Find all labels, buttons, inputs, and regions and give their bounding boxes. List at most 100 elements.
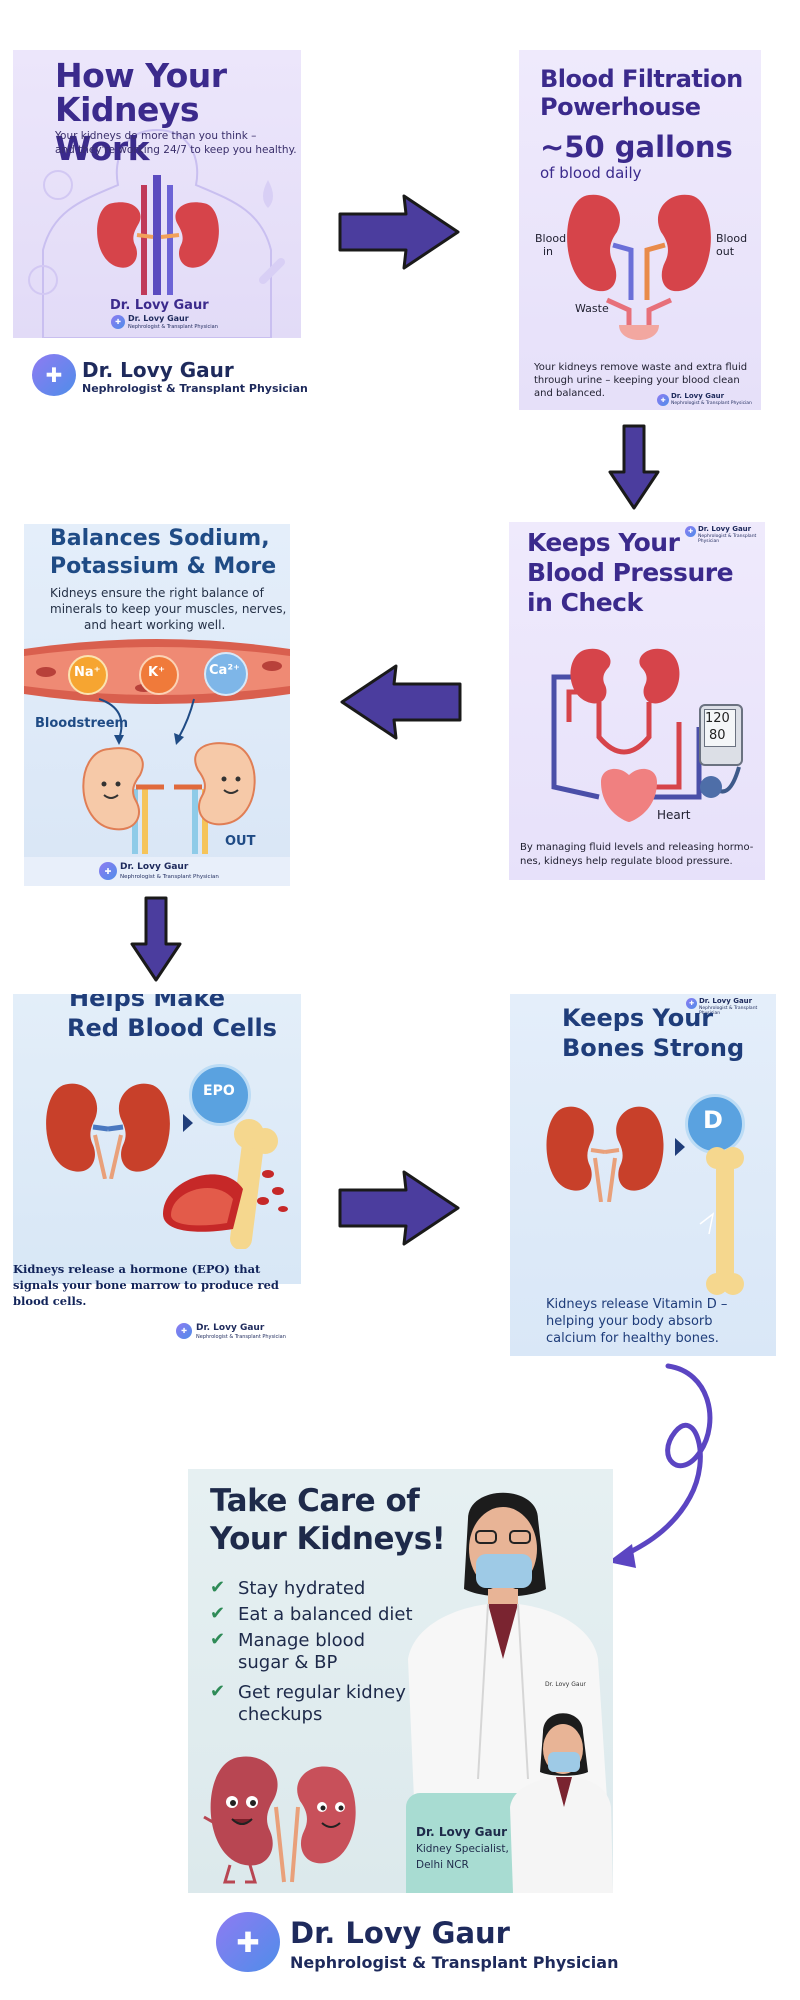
panel2-stat-sub: of blood daily: [540, 164, 642, 182]
panel6-title-line2: Bones Strong: [562, 1034, 745, 1062]
vitamin-d-circle: [685, 1094, 745, 1154]
panel6-body-line3: calcium for healthy bones.: [546, 1331, 719, 1346]
tip-4-line1: Get regular kidney: [238, 1682, 406, 1703]
panel7-title-line2: Your Kidneys!: [210, 1521, 446, 1557]
ion-calcium-label: Ca²⁺: [209, 663, 240, 678]
panel6-mini-name: Dr. Lovy Gaur: [699, 997, 753, 1005]
panel3-body-line3: and heart working well.: [84, 618, 226, 632]
check-icon: ✔: [210, 1577, 226, 1598]
brand-bottom-subtitle: Nephrologist & Transplant Physician: [290, 1953, 619, 1972]
epo-badge-circle: [189, 1064, 251, 1126]
panel3-title-line2: Potassium & More: [50, 554, 277, 579]
tip-1-line1: Stay hydrated: [238, 1578, 366, 1599]
panel4-mini-logo-icon: ✚: [685, 526, 696, 537]
panel2-mini-name: Dr. Lovy Gaur: [671, 392, 725, 400]
panel1-subtitle-line2: and they're working 24/7 to keep you hea…: [55, 144, 297, 156]
check-icon: ✔: [210, 1629, 226, 1650]
check-icon: ✔: [210, 1603, 226, 1624]
chevron-right-icon: [675, 1138, 685, 1156]
body-silhouette-illustration: [28, 128, 285, 338]
panel5-body-line1: Kidneys release a hormone (EPO) that: [13, 1262, 261, 1276]
panel6-body-line1: Kidneys release Vitamin D –: [546, 1297, 728, 1312]
panel4-title-line3: in Check: [527, 588, 643, 617]
brand-top-subtitle: Nephrologist & Transplant Physician: [82, 382, 308, 395]
bone-illustration: [699, 1147, 744, 1295]
panel2-title-line2: Powerhouse: [540, 93, 701, 121]
panel3-body-line1: Kidneys ensure the right balance of: [50, 586, 264, 600]
panel6-title-line1: Keeps Your: [562, 1004, 714, 1032]
happy-kidneys-illustration: [82, 742, 256, 854]
panel2-mini-logo-icon: ✚: [657, 394, 669, 406]
panel-take-care: Take Care of Your Kidneys! ✔ Stay hydrat…: [188, 1469, 613, 1893]
panel-red-blood-cells: Helps Make Red Blood Cells EPO: [13, 994, 301, 1284]
doctor-card-role: Kidney Specialist,: [416, 1843, 509, 1855]
tip-4-line2: checkups: [238, 1704, 323, 1725]
panel5-title-line1: Helps Make: [69, 994, 226, 1012]
panel-balances-sodium: Balances Sodium, Potassium & More Kidney…: [24, 524, 290, 886]
panel2-mini-sub: Nephrologist & Transplant Physician: [671, 401, 752, 406]
tip-3-line1: Manage blood: [238, 1630, 366, 1651]
panel1-title-line1: How Your: [55, 56, 227, 95]
epo-badge-label: EPO: [203, 1083, 235, 1099]
arrow-right-icon: [338, 194, 460, 270]
ion-sodium-circle: [68, 655, 108, 695]
tip-3-line2: sugar & BP: [238, 1652, 338, 1673]
panel2-label-waste: Waste: [575, 302, 609, 315]
arrow-left-icon: [340, 664, 462, 740]
bp-value-bottom: 80: [709, 728, 726, 743]
panel2-label-blood-in-2: in: [543, 245, 554, 258]
panel3-label-out: OUT: [225, 834, 256, 849]
panel4-title-line1: Keeps Your: [527, 528, 680, 557]
panel2-body-line2: through urine – keeping your blood clean: [534, 375, 740, 386]
panel2-label-blood-out-2: out: [716, 245, 735, 258]
panel3-title-line1: Balances Sodium,: [50, 526, 270, 551]
kidneys-illustration: [546, 1106, 664, 1202]
cartoon-kidneys-illustration: [203, 1756, 356, 1884]
ion-sodium-label: Na⁺: [74, 665, 101, 680]
panel2-title-line1: Blood Filtration: [540, 65, 743, 93]
ion-potassium-circle: [139, 655, 179, 695]
arrow-down-icon: [608, 424, 660, 510]
panel5-body-line3: blood cells.: [13, 1294, 87, 1308]
panel7-title-line1: Take Care of: [210, 1483, 420, 1519]
vitamin-d-label: D: [703, 1106, 723, 1134]
arrow-right-icon: [338, 1170, 460, 1246]
panel3-body-line2: minerals to keep your muscles, nerves,: [50, 602, 287, 616]
panel4-body-line1: By managing fluid levels and releasing h…: [520, 842, 754, 853]
arrow-down-icon: [130, 896, 182, 982]
panel5-mini-logo-icon: ✚: [176, 1323, 192, 1339]
panel3-bottom-strip: [24, 857, 290, 886]
bone-marrow-illustration: [163, 1119, 288, 1249]
panel5-title-line2: Red Blood Cells: [67, 1014, 277, 1042]
ion-potassium-label: K⁺: [148, 665, 165, 680]
panel2-label-blood-in-1: Blood: [535, 232, 567, 245]
brand-top-logo-icon: ✚: [32, 354, 76, 396]
panel1-badge-logo-icon: ✚: [111, 315, 125, 329]
filtration-illustration: [567, 194, 711, 340]
panel-blood-filtration: Blood Filtration Powerhouse ~50 gallons …: [519, 50, 761, 410]
doctor-small-photo: [510, 1713, 613, 1893]
panel2-body-line3: and balanced.: [534, 388, 605, 399]
panel6-mini-sub: Nephrologist & Transplant Physician: [699, 1006, 758, 1016]
ion-calcium-circle: [204, 652, 248, 696]
panel-blood-pressure: ✚ Dr. Lovy Gaur Nephrologist & Transplan…: [509, 522, 765, 880]
check-icon: ✔: [210, 1681, 226, 1702]
panel6-body-line2: helping your body absorb: [546, 1314, 713, 1329]
ion-flow-arrows: [98, 698, 195, 745]
panel3-label-bloodstream: Bloodstreem: [35, 716, 129, 731]
curved-arrow-icon: [608, 1363, 713, 1568]
panel4-mini-sub: Nephrologist & Transplant Physician: [698, 534, 757, 544]
coat-name-tag: Dr. Lovy Gaur: [545, 1681, 586, 1688]
panel4-title-line2: Blood Pressure: [527, 558, 734, 587]
panel3-mini-sub: Nephrologist & Transplant Physician: [120, 874, 219, 880]
panel4-mini-name: Dr. Lovy Gaur: [698, 525, 752, 533]
panel1-subtitle-line1: Your kidneys do more than you think –: [55, 130, 257, 142]
panel6-mini-logo-icon: ✚: [686, 998, 697, 1009]
panel5-mini-sub: Nephrologist & Transplant Physician: [196, 1334, 286, 1340]
bp-value-top: 120: [705, 711, 730, 726]
chevron-right-icon: [183, 1114, 193, 1132]
panel5-body-line2: signals your bone marrow to produce red: [13, 1278, 279, 1292]
doctor-card-name: Dr. Lovy Gaur: [416, 1825, 508, 1839]
panel1-badge-mini-sub: Nephrologist & Transplant Physician: [128, 324, 218, 330]
panel5-mini-name: Dr. Lovy Gaur: [196, 1323, 265, 1333]
